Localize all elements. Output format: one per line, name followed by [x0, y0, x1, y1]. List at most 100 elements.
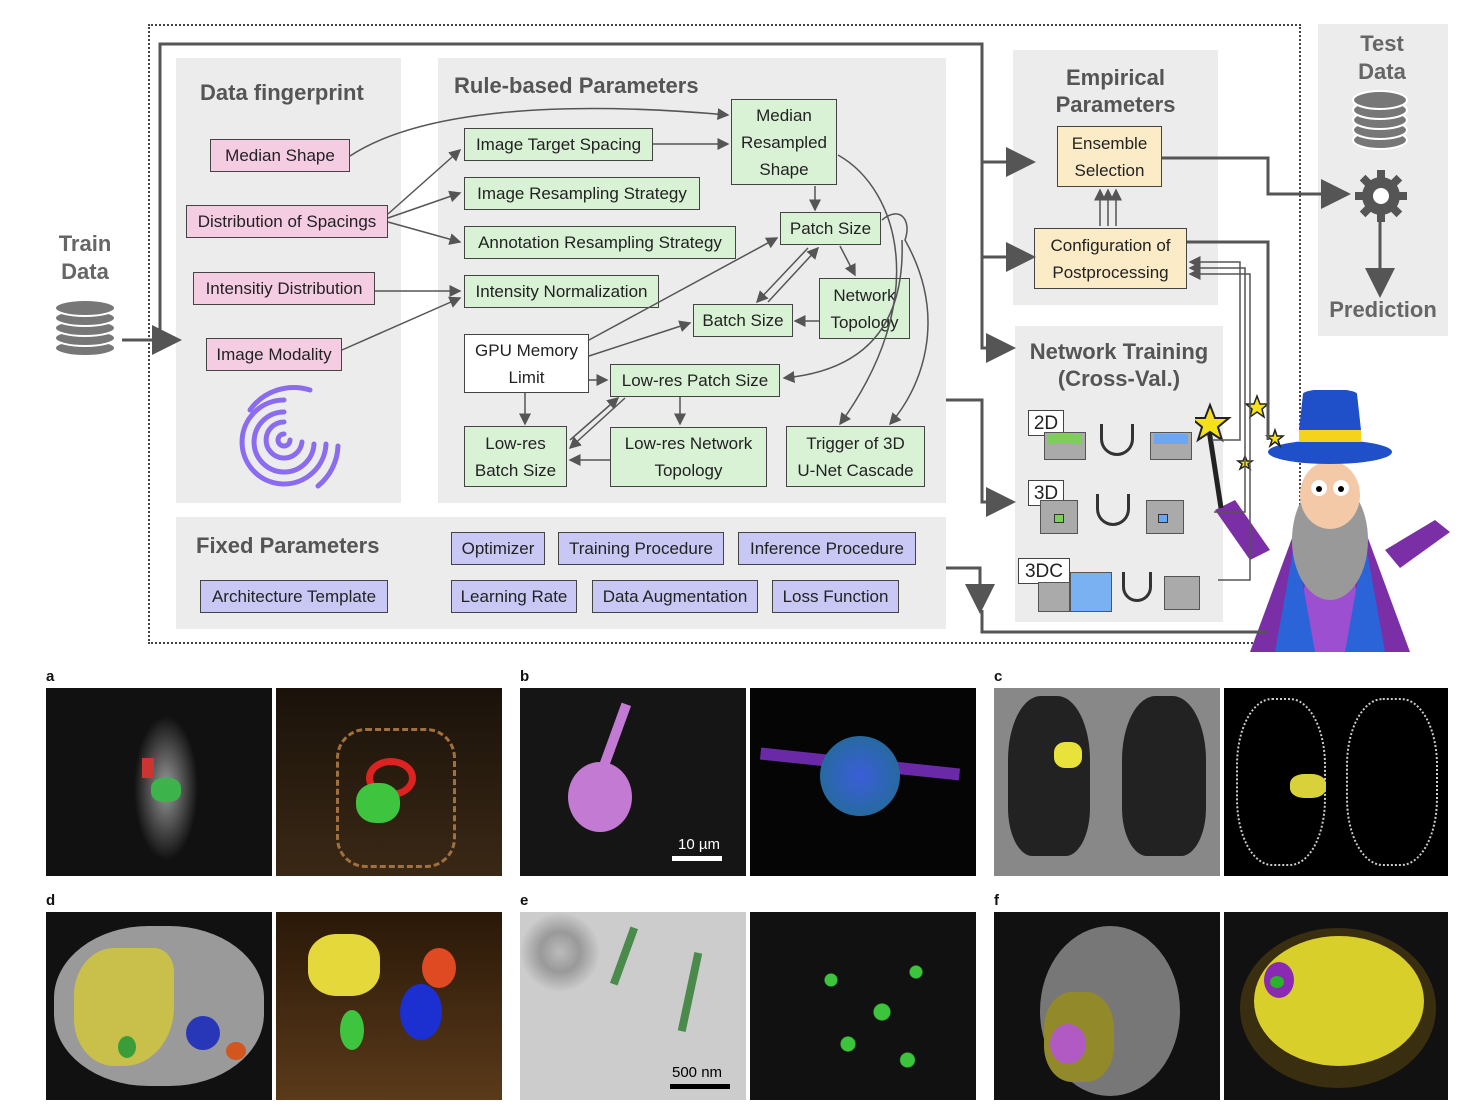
config-3d: 3D	[1028, 480, 1213, 540]
architecture-template-box: Architecture Template	[200, 580, 388, 613]
database-icon	[54, 299, 116, 357]
segmentation-overlay	[400, 984, 442, 1040]
panel-label-e: e	[520, 892, 529, 909]
panel-b-microscopy-image: 10 µm	[520, 688, 746, 876]
panel-label-c: c	[994, 668, 1003, 685]
u-shape-icon	[1100, 424, 1134, 456]
image-target-spacing-box: Image Target Spacing	[464, 128, 653, 161]
panel-e-em-image: 500 nm	[520, 912, 746, 1100]
gear-icon	[1355, 170, 1407, 222]
segmentation-overlay	[308, 934, 380, 996]
segmentation-overlay	[1270, 976, 1284, 988]
u-shape-icon	[1096, 494, 1130, 526]
segmentation-overlay	[340, 1010, 364, 1050]
fingerprint-icon	[239, 385, 341, 489]
training-procedure-box: Training Procedure	[558, 532, 724, 565]
panel-d-mri-image	[46, 912, 272, 1100]
segmentation-overlay	[118, 1036, 136, 1058]
panel-e-3d-render	[750, 912, 976, 1100]
segmentation-overlay	[609, 926, 639, 986]
segmentation-overlay	[356, 783, 400, 823]
output-slice-icon	[1154, 434, 1188, 444]
segmentation-overlay	[677, 952, 703, 1032]
segmentation-overlay	[422, 948, 456, 988]
segmentation-overlay	[151, 778, 181, 802]
intensity-normalization-box: Intensity Normalization	[464, 275, 659, 308]
pipeline-frame	[148, 24, 1301, 644]
panel-f-mri-image	[994, 912, 1220, 1100]
scale-bar	[672, 856, 722, 861]
panel-label-d: d	[46, 892, 56, 909]
output-cube-icon	[1164, 576, 1200, 610]
prediction-label: Prediction	[1329, 297, 1437, 322]
segmentation-overlay	[142, 758, 154, 778]
learning-rate-box: Learning Rate	[451, 580, 577, 613]
scale-bar-label: 10 µm	[678, 836, 720, 853]
trigger-cascade-box: Trigger of 3D U-Net Cascade	[786, 426, 925, 487]
median-resampled-shape-box: Median Resampled Shape	[731, 99, 837, 185]
image-resampling-box: Image Resampling Strategy	[464, 177, 700, 210]
test-data-label: Test Data	[1358, 31, 1406, 84]
segmentation-overlay	[820, 736, 900, 816]
panel-label-f: f	[994, 892, 999, 909]
gpu-memory-box: GPU Memory Limit	[464, 334, 589, 393]
distribution-spacings-box: Distribution of Spacings	[186, 205, 388, 238]
lung-right	[1122, 696, 1206, 856]
segmentation-overlay	[1050, 1024, 1086, 1064]
scale-bar-label: 500 nm	[672, 1064, 723, 1081]
lowres-topology-box: Low-res Network Topology	[610, 427, 767, 487]
lowres-patch-size-box: Low-res Patch Size	[610, 364, 780, 397]
ensemble-selection-box: Ensemble Selection	[1057, 126, 1162, 187]
intensity-distribution-box: Intensitiy Distribution	[193, 272, 375, 305]
panel-label-b: b	[520, 668, 530, 685]
network-training-title: Network Training (Cross-Val.)	[1029, 339, 1209, 391]
scale-bar	[670, 1084, 730, 1089]
segmentation-overlay	[226, 1042, 246, 1060]
config-2d: 2D	[1028, 410, 1213, 470]
panel-f-3d-render	[1224, 912, 1448, 1100]
panel-c-3d-render	[1224, 688, 1448, 876]
input-cube-icon	[1038, 582, 1070, 612]
annotation-resampling-box: Annotation Resampling Strategy	[464, 226, 736, 259]
postprocessing-box: Configuration of Postprocessing	[1034, 228, 1187, 289]
panel-label-a: a	[46, 668, 55, 685]
lung-render	[1346, 698, 1438, 866]
wizard-mascot-icon	[1195, 390, 1450, 652]
segmentation-overlay	[1254, 936, 1424, 1066]
median-shape-box: Median Shape	[210, 139, 350, 172]
inference-procedure-box: Inference Procedure	[738, 532, 916, 565]
database-icon	[1352, 90, 1408, 150]
patch-size-box: Patch Size	[780, 212, 881, 245]
data-fingerprint-title: Data fingerprint	[200, 80, 364, 105]
lung-left	[1008, 696, 1090, 856]
panel-a-ct-image	[46, 688, 272, 876]
segmentation-overlay	[186, 1016, 220, 1050]
optimizer-box: Optimizer	[451, 532, 545, 565]
panel-a-3d-render	[276, 688, 502, 876]
output-patch-icon	[1158, 514, 1168, 523]
config-3dc-label: 3DC	[1018, 558, 1070, 584]
input-patch-icon	[1054, 514, 1064, 523]
empirical-title: Empirical Parameters	[1055, 65, 1176, 117]
image-modality-box: Image Modality	[206, 338, 342, 371]
flow-arrows	[122, 42, 1395, 634]
config-2d-label: 2D	[1028, 410, 1064, 436]
train-data-label: Train Data	[58, 231, 112, 284]
rule-based-title: Rule-based Parameters	[454, 73, 699, 98]
input-slice-icon	[1048, 434, 1082, 444]
data-augmentation-box: Data Augmentation	[592, 580, 758, 613]
lowres-batch-size-box: Low-res Batch Size	[464, 426, 567, 487]
u-shape-icon	[1122, 572, 1152, 602]
lowres-cube-icon	[1070, 572, 1112, 612]
config-3dc: 3DC	[1018, 558, 1218, 618]
segmentation-overlay	[780, 932, 950, 1092]
batch-size-box: Batch Size	[693, 304, 793, 337]
fixed-title: Fixed Parameters	[196, 533, 380, 558]
segmentation-overlay	[1290, 774, 1326, 798]
panel-b-3d-render	[750, 688, 976, 876]
panel-c-ct-image	[994, 688, 1220, 876]
segmentation-overlay	[336, 728, 456, 868]
segmentation-overlay	[1054, 742, 1082, 768]
network-topology-box: Network Topology	[819, 278, 910, 339]
panel-d-3d-render	[276, 912, 502, 1100]
